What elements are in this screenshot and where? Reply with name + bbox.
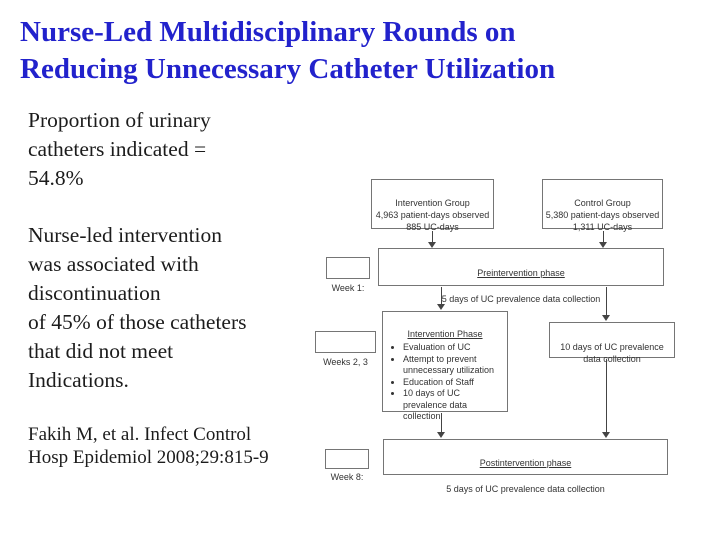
arrow-preintervention-to-ten-days — [602, 287, 610, 321]
slide-title: Nurse-Led Multidisciplinary Rounds on Re… — [20, 16, 556, 85]
bullet-item: Attempt to prevent unnecessary utilizati… — [403, 354, 504, 377]
fact-proportion: Proportion of urinary catheters indicate… — [28, 108, 211, 190]
box-intervention-group: Intervention Group 4,963 patient-days ob… — [371, 179, 494, 232]
label-weeks-2-3-text: Weeks 2, 3 — [323, 357, 368, 367]
arrow-head-icon — [602, 315, 610, 321]
label-week-8: Week 8: — [325, 449, 369, 482]
box-preintervention-title: Preintervention phase — [477, 268, 565, 278]
box-intervention-phase-title: Intervention Phase — [407, 329, 483, 339]
box-postintervention-phase: Postintervention phase 5 days of UC prev… — [383, 439, 668, 494]
citation: Fakih M, et al. Infect Control Hosp Epid… — [28, 424, 269, 468]
fact-intervention-result: Nurse-led intervention was associated wi… — [28, 223, 247, 392]
arrow-shaft — [602, 231, 604, 243]
intervention-phase-bullet-list: Evaluation of UC Attempt to prevent unne… — [386, 342, 504, 423]
box-ten-days-collection: 10 days of UC prevalence data collection — [549, 322, 675, 364]
arrow-control-group-to-preintervention — [599, 231, 607, 248]
label-week-1: Week 1: — [326, 257, 370, 293]
label-weeks-2-3: Weeks 2, 3 — [315, 331, 376, 367]
arrow-shaft — [440, 413, 442, 433]
bullet-item: 10 days of UC prevalence data collection — [403, 388, 504, 423]
arrow-head-icon — [599, 242, 607, 248]
arrow-intervention-phase-to-postintervention — [437, 413, 445, 438]
arrow-shaft — [431, 231, 433, 243]
arrow-head-icon — [437, 432, 445, 438]
label-week-8-text: Week 8: — [330, 472, 364, 482]
left-text-block: Proportion of urinary catheters indicate… — [28, 106, 323, 469]
box-postintervention-subtitle: 5 days of UC prevalence data collection — [446, 484, 605, 494]
arrow-head-icon — [437, 304, 445, 310]
bullet-item: Evaluation of UC — [403, 342, 504, 354]
box-ten-days-text: 10 days of UC prevalence data collection — [560, 342, 664, 364]
arrow-head-icon — [428, 242, 436, 248]
box-intervention-phase: Intervention Phase Evaluation of UC Atte… — [382, 311, 508, 421]
box-control-group-text: Control Group 5,380 patient-days observe… — [545, 198, 660, 232]
box-postintervention-title: Postintervention phase — [479, 458, 572, 468]
box-intervention-group-text: Intervention Group 4,963 patient-days ob… — [375, 198, 490, 232]
box-preintervention-phase: Preintervention phase 5 days of UC preva… — [378, 248, 664, 304]
arrow-ten-days-to-postintervention — [602, 359, 610, 438]
arrow-shaft — [440, 287, 442, 305]
arrow-intervention-group-to-preintervention — [428, 231, 436, 248]
box-control-group: Control Group 5,380 patient-days observe… — [542, 179, 663, 232]
arrow-head-icon — [602, 432, 610, 438]
bullet-item: Education of Staff — [403, 377, 504, 389]
arrow-shaft — [605, 287, 607, 316]
label-week-1-text: Week 1: — [331, 283, 365, 293]
arrow-preintervention-to-intervention-phase — [437, 287, 445, 310]
arrow-shaft — [605, 359, 607, 433]
box-preintervention-subtitle: 5 days of UC prevalence data collection — [441, 294, 601, 304]
